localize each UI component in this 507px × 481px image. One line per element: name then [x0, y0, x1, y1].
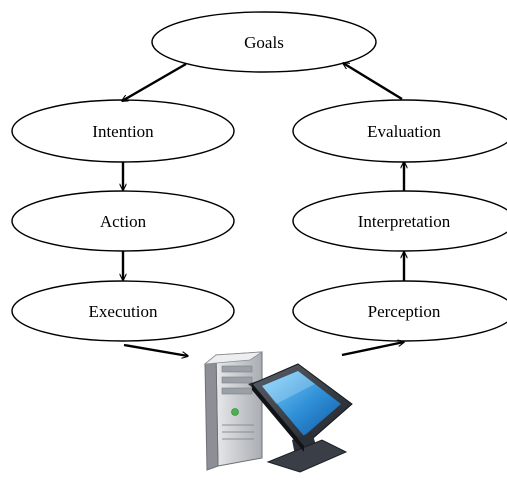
- tower-icon: [203, 351, 264, 471]
- node-intention: Intention: [11, 99, 235, 163]
- arrow-execution-to-computer: [123, 343, 188, 356]
- arrows: [122, 61, 404, 357]
- execution-ellipse: [11, 280, 235, 342]
- interpretation-label: Interpretation: [358, 212, 451, 231]
- evaluation-label: Evaluation: [367, 122, 441, 141]
- arrow-evaluation-to-goals: [343, 61, 403, 101]
- desktop-computer-icon: [203, 351, 353, 473]
- arrow-computer-to-perception: [341, 342, 404, 357]
- goals-ellipse: [151, 11, 377, 73]
- node-goals: Goals: [151, 11, 377, 73]
- node-action: Action: [11, 190, 235, 252]
- monitor-icon: [248, 363, 353, 473]
- intention-label: Intention: [92, 122, 154, 141]
- node-execution: Execution: [11, 280, 235, 342]
- node-interpretation: Interpretation: [292, 190, 507, 252]
- node-perception: Perception: [292, 280, 507, 342]
- execution-label: Execution: [89, 302, 158, 321]
- action-label: Action: [100, 212, 147, 231]
- goals-label: Goals: [244, 33, 284, 52]
- perception-label: Perception: [368, 302, 441, 321]
- arrow-goals-to-intention: [122, 62, 187, 103]
- node-evaluation: Evaluation: [292, 99, 507, 163]
